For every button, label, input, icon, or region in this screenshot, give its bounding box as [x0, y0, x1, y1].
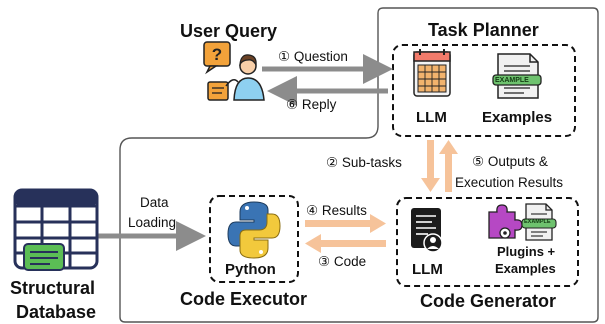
- planner-example-badge: EXAMPLE: [495, 77, 529, 84]
- python-label: Python: [225, 261, 276, 278]
- generator-example-badge: EXAMPLE: [524, 219, 551, 225]
- plugins-label-line1: Plugins +: [497, 244, 556, 259]
- generator-llm-icon: [411, 208, 443, 253]
- planner-examples-icon: [492, 53, 542, 99]
- database-label-line2: Database: [16, 302, 97, 322]
- database-table-icon: [13, 188, 99, 271]
- code-generator-box: [396, 197, 579, 287]
- code-generator-title: Code Generator: [420, 291, 557, 311]
- user-query-title: User Query: [180, 21, 278, 41]
- generator-llm-label: LLM: [412, 261, 443, 278]
- outputs-arrow: [439, 140, 458, 192]
- task-planner-title: Task Planner: [428, 20, 539, 40]
- code-executor-title: Code Executor: [180, 289, 308, 309]
- planner-llm-icon: [413, 49, 451, 97]
- subtasks-arrow: [421, 140, 440, 192]
- system-container: [119, 7, 599, 323]
- outputs-label-line2: Execution Results: [455, 175, 564, 190]
- outputs-label-line1: ⑤ Outputs &: [472, 154, 548, 169]
- database-label-line1: Structural: [10, 278, 96, 298]
- planner-examples-label: Examples: [482, 109, 553, 126]
- data-loading-label-line2: Loading: [128, 215, 177, 230]
- code-label: ③ Code: [318, 254, 367, 269]
- python-logo-icon: [227, 201, 281, 259]
- subtasks-label: ② Sub-tasks: [326, 155, 402, 170]
- code-executor-box: [209, 195, 299, 283]
- svg-text:?: ?: [212, 45, 222, 64]
- code-arrow: [305, 234, 386, 253]
- reply-label: ⑥ Reply: [286, 97, 337, 112]
- results-arrow: [305, 214, 386, 233]
- generator-examples-icon: [521, 203, 557, 241]
- question-label: ① Question: [278, 49, 348, 64]
- planner-llm-label: LLM: [416, 109, 447, 126]
- data-loading-label-line1: Data: [140, 195, 169, 210]
- user-query-icon: ?: [203, 41, 265, 101]
- plugins-puzzle-icon: [488, 204, 523, 239]
- results-label: ④ Results: [306, 203, 367, 218]
- plugins-label-line2: Examples: [495, 261, 556, 276]
- task-planner-box: [392, 44, 576, 137]
